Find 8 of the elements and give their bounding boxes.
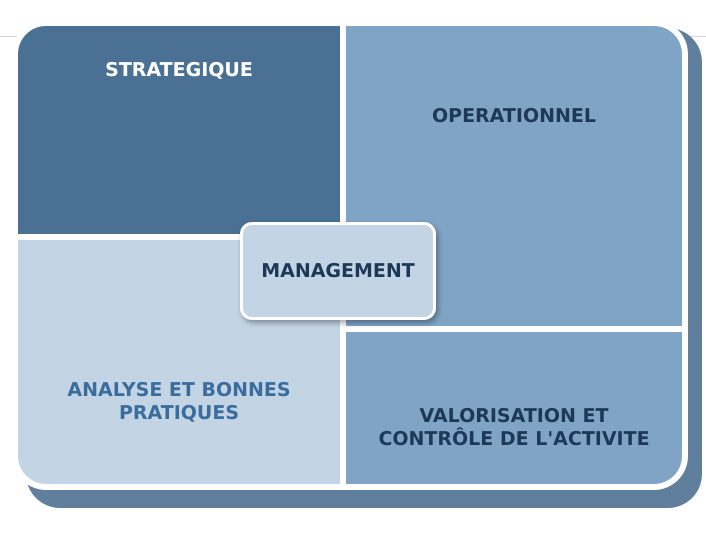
strategic-quadrant: [18, 26, 340, 234]
quadrant-title: ANALYSE ET BONNES PRATIQUES: [66, 379, 292, 425]
valorisation-quadrant: [346, 332, 682, 484]
quadrant-title: OPERATIONNEL: [431, 104, 597, 128]
quadrant-title: STRATEGIQUE: [104, 58, 254, 82]
quadrant-title: VALORISATION ET CONTRÔLE DE L'ACTIVITE: [377, 405, 651, 451]
center-box: [240, 222, 436, 320]
quadrant-title: MANAGEMENT: [260, 260, 416, 282]
